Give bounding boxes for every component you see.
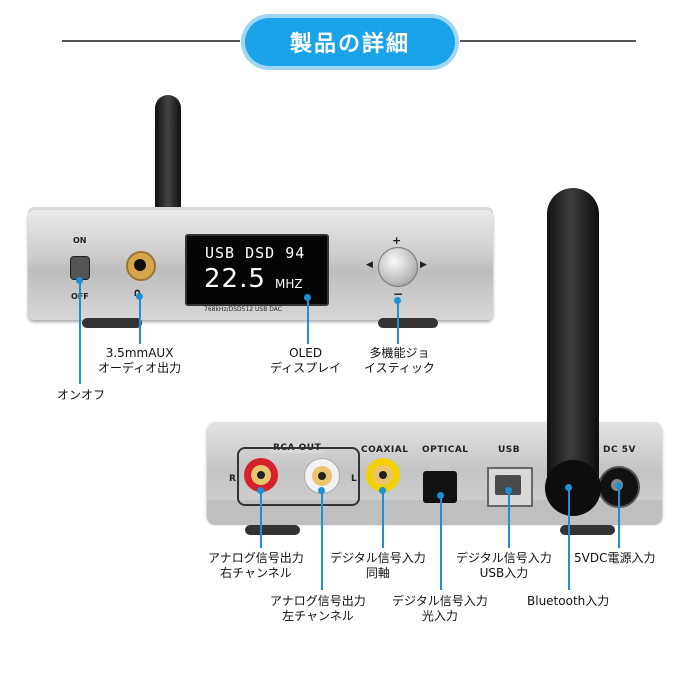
callout-optical-line1: デジタル信号入力 [392,594,488,608]
callout-oled-line1: OLED [289,346,323,360]
callout-oled-line2: ディスプレイ [270,361,342,375]
callout-analog-right-line2: 右チャンネル [220,566,292,580]
callout-optical: デジタル信号入力 光入力 [392,594,488,624]
page-title: 製品の詳細 [245,18,455,66]
dc-label: DC 5V [603,445,636,455]
rca-l-label: L [351,474,358,484]
callout-bluetooth-line1: Bluetooth入力 [527,594,610,608]
front-foot-left [82,318,142,328]
bluetooth-antenna-base [545,460,601,516]
callout-power: 5VDC電源入力 [574,551,655,566]
display-mode-text: USB DSD 94 [205,244,306,262]
coaxial-pin [379,471,387,479]
callout-usb: デジタル信号入力 USB入力 [456,551,552,581]
callout-aux-line2: オーディオ出力 [98,361,182,375]
callout-bluetooth: Bluetooth入力 [527,594,609,609]
callout-optical-line2: 光入力 [421,609,458,623]
callout-aux: 3.5mmAUX オーディオ出力 [98,346,181,376]
callout-onoff: オンオフ [57,388,105,403]
multifunction-joystick[interactable] [378,247,418,287]
callout-joystick: 多機能ジョ イスティック [364,346,435,376]
rca-left-pin [318,472,326,480]
optical-label: OPTICAL [422,445,469,455]
rca-left-leader [321,490,323,590]
rca-out-frame [237,447,360,506]
knob-left-arrow-icon: ◀ [366,260,373,270]
header-rule-right [460,40,636,42]
usb-label: USB [498,445,521,455]
oled-leader [307,297,309,344]
coaxial-leader [382,490,384,548]
callout-coaxial: デジタル信号入力 同軸 [330,551,426,581]
aux-jack[interactable] [126,251,156,281]
back-foot-right [560,525,615,535]
header-rule-left [62,40,240,42]
knob-right-arrow-icon: ▶ [420,260,427,270]
coaxial-label: COAXIAL [361,445,409,455]
usb-leader [508,490,510,548]
callout-oled: OLED ディスプレイ [270,346,341,376]
joystick-leader [397,300,399,344]
display-sample-rate: 22.5 [204,264,266,294]
front-foot-right [378,318,438,328]
rca-right-jack[interactable] [244,458,278,492]
callout-aux-line1: 3.5mmAUX [105,346,174,360]
display-unit: MHZ [275,277,303,291]
aux-leader [139,296,141,344]
callout-onoff-line1: オンオフ [57,388,106,402]
callout-joystick-line1: 多機能ジョ [369,346,430,360]
front-antenna [155,95,181,213]
callout-analog-left-line2: 左チャンネル [282,609,354,623]
callout-coaxial-line2: 同軸 [365,566,390,580]
callout-power-line1: 5VDC電源入力 [574,551,656,565]
rca-right-leader [260,490,262,548]
bluetooth-antenna [547,188,599,488]
callout-analog-left: アナログ信号出力 左チャンネル [270,594,366,624]
aux-jack-hole [134,259,146,271]
callout-coaxial-line1: デジタル信号入力 [330,551,426,565]
callout-analog-right: アナログ信号出力 右チャンネル [208,551,304,581]
knob-plus-icon: + [392,234,402,247]
headphone-icon: ∩ [133,286,142,299]
bluetooth-leader [568,487,570,590]
rca-r-label: R [229,474,237,484]
coaxial-jack[interactable] [366,458,400,492]
power-leader [618,485,620,548]
callout-joystick-line2: イスティック [364,361,435,375]
on-label: ON [73,236,87,245]
model-text: 768kHz/DSD512 USB DAC [204,306,282,313]
back-foot-left [245,525,300,535]
onoff-leader [79,280,81,384]
callout-analog-left-line1: アナログ信号出力 [270,594,366,608]
usb-b-port-inner [495,475,521,495]
optical-leader [440,495,442,590]
callout-usb-line2: USB入力 [479,566,529,580]
callout-analog-right-line1: アナログ信号出力 [208,551,304,565]
knob-minus-icon: − [393,287,404,301]
callout-usb-line1: デジタル信号入力 [456,551,552,565]
rca-right-pin [257,471,265,479]
